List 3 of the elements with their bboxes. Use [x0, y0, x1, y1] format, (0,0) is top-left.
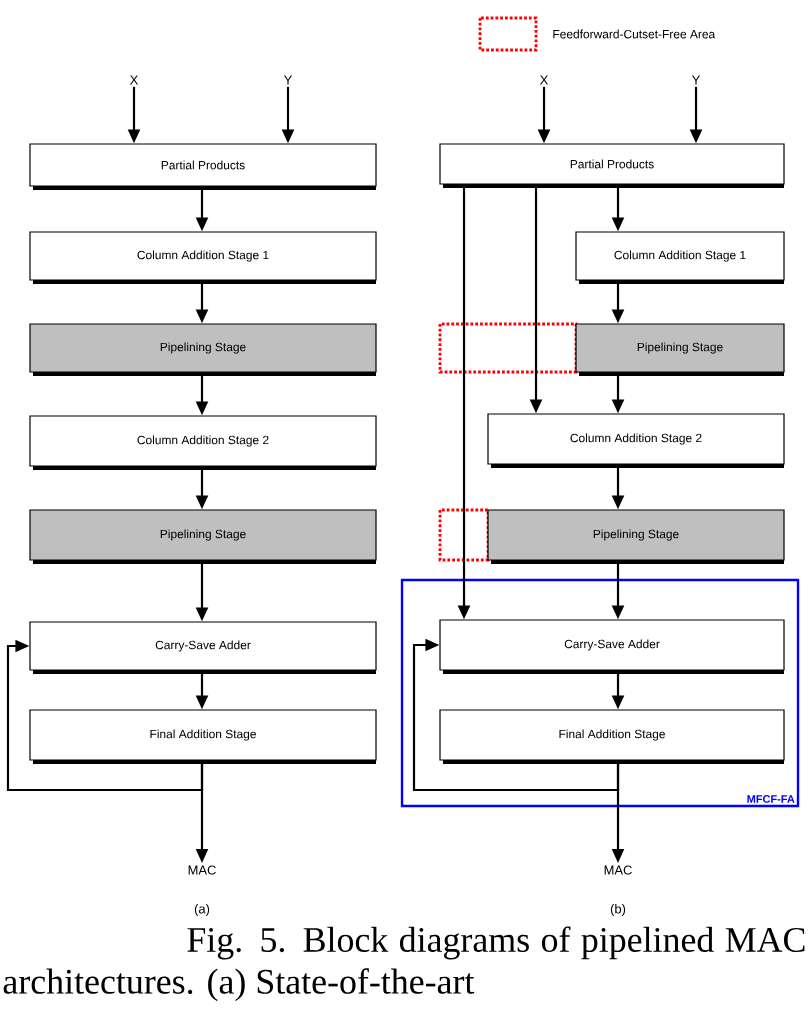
arrow — [6, 639, 204, 792]
arrow — [412, 638, 620, 792]
caption: Fig. 5. Block diagrams of pipelined MAC architectures. (a) State-of-the-art — [3, 926, 805, 1002]
